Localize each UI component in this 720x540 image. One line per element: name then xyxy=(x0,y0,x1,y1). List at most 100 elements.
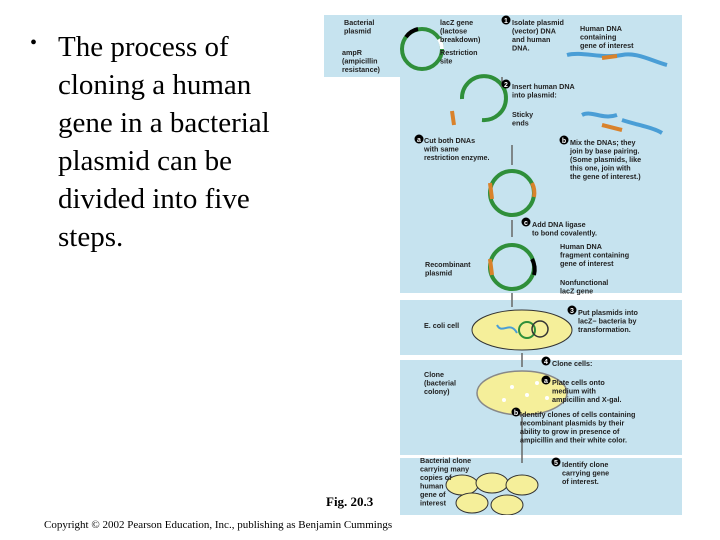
figure-label-step-b2: ampicillin and their white color. xyxy=(520,436,627,445)
figure-label-human-dna: gene of interest xyxy=(580,41,634,50)
figure-label-ampr: resistance) xyxy=(342,65,381,74)
human-fragments xyxy=(581,111,664,135)
figure-label-step-b: the gene of interest.) xyxy=(570,172,641,181)
step-marker-circle xyxy=(551,457,561,467)
figure-label-ampr: (ampicillin xyxy=(342,57,378,66)
figure-label-recombinant: plasmid xyxy=(425,269,452,278)
figure-label-bacterial-clone: carrying many xyxy=(420,465,469,474)
bullet-line: divided into five xyxy=(58,183,250,215)
figure-label-step1: (vector) DNA xyxy=(512,27,556,36)
figure-label-lacz-gene: (lactose xyxy=(440,27,467,36)
figure-label-bacterial-clone: copies of xyxy=(420,473,452,482)
step-marker-circle xyxy=(414,134,424,144)
figure-label-human-dna: Human DNA xyxy=(580,24,622,33)
step-marker-circle xyxy=(559,135,569,145)
figure-label-step1: DNA. xyxy=(512,44,530,53)
clone-cell xyxy=(475,472,509,494)
figure-label-bacterial-clone: human xyxy=(420,482,444,491)
figure-label-step-b: Mix the DNAs; they xyxy=(570,138,636,147)
step-marker-step-c: c xyxy=(524,220,528,227)
step-marker-step-a2: a xyxy=(544,378,548,385)
step-marker-step5: 5 xyxy=(554,460,558,467)
figure-label-step-c: to bond covalently. xyxy=(532,229,597,238)
human-dna-strand xyxy=(566,51,668,67)
figure-label-sticky-ends: ends xyxy=(512,119,529,128)
step-marker-step4: 4 xyxy=(544,359,548,366)
figure-label-step5: of interest. xyxy=(562,477,599,486)
figure-label-nonfunctional: lacZ gene xyxy=(560,287,593,296)
figure-label-clone: (bacterial xyxy=(424,379,456,388)
figure-label-step-c: Add DNA ligase xyxy=(532,220,586,229)
step-marker-step2: 2 xyxy=(504,82,508,89)
clone-cell xyxy=(455,492,489,514)
figure-label-bacterial-clone: interest xyxy=(420,499,447,508)
figure-label-lacz-gene: lacZ gene xyxy=(440,18,473,27)
figure-label-bacterial-plasmid: plasmid xyxy=(344,27,371,36)
step-marker-step-a: a xyxy=(417,137,421,144)
cut-plasmid xyxy=(459,74,508,123)
figure-label-step1: Isolate plasmid xyxy=(512,18,564,27)
figure-label-step3: transformation. xyxy=(578,325,631,334)
figure-label-step2: Insert human DNA xyxy=(512,82,575,91)
ecoli-cell xyxy=(471,309,573,351)
bullet-line: The process of xyxy=(58,31,229,63)
step-marker-step-b2: b xyxy=(514,410,518,417)
bullet-line: gene in a bacterial xyxy=(58,107,270,139)
figure-label-nonfunctional: Nonfunctional xyxy=(560,278,608,287)
figure-label-human-fragment: gene of interest xyxy=(560,259,614,268)
figure-label-step-b2: recombinant plasmids by their xyxy=(520,419,624,428)
figure-label-bacterial-clone: gene of xyxy=(420,490,446,499)
figure-label-step3: lacZ− bacteria by xyxy=(578,317,637,326)
figure-label-clone: colony) xyxy=(424,387,450,396)
figure-caption: Fig. 20.3 xyxy=(326,494,374,509)
step-marker-step-b: b xyxy=(562,138,566,145)
figure-label-step-b2: ability to grow in presence of xyxy=(520,427,620,436)
step-marker-circle xyxy=(567,305,577,315)
figure-label-step-a2: medium with xyxy=(552,387,596,396)
bullet-line: plasmid can be xyxy=(58,145,232,177)
panel-top xyxy=(324,15,682,77)
step-marker-circle xyxy=(501,79,511,89)
figure-label-sticky-ends: Sticky xyxy=(512,110,533,119)
figure-label-lacz-gene: breakdown) xyxy=(440,35,481,44)
figure-label-human-dna: containing xyxy=(580,33,616,42)
step-marker-circle xyxy=(501,15,511,25)
step-marker-circle xyxy=(541,375,551,385)
figure-label-step-b2: Identify clones of cells containing xyxy=(520,410,635,419)
figure-label-step3: Put plasmids into xyxy=(578,308,639,317)
figure-label-step1: and human xyxy=(512,35,550,44)
figure-label-step-a2: Plate cells onto xyxy=(552,378,605,387)
step-marker-circle xyxy=(511,407,521,417)
figure-label-step5: Identify clone xyxy=(562,460,608,469)
figure-label-bacterial-clone: Bacterial clone xyxy=(420,456,471,465)
figure-label-step-b: join by base pairing. xyxy=(569,147,640,156)
figure-label-human-fragment: Human DNA xyxy=(560,242,602,251)
figure-label-step-b: this one, join with xyxy=(570,164,631,173)
figure-label-step4: Clone cells: xyxy=(552,359,592,368)
figure-label-human-fragment: fragment containing xyxy=(560,251,629,260)
bullet-text: The process of cloning a human gene in a… xyxy=(58,28,308,256)
figure-label-step-a: Cut both DNAs xyxy=(424,136,475,145)
figure-label-recombinant: Recombinant xyxy=(425,260,471,269)
figure-label-step-b: (Some plasmids, like xyxy=(570,155,641,164)
step-marker-step1: 1 xyxy=(504,18,508,25)
figure-label-ampr: ampR xyxy=(342,48,363,57)
figure-label-ecoli: E. coli cell xyxy=(424,321,459,330)
clone-cell xyxy=(505,474,539,496)
bullet-line: cloning a human xyxy=(58,69,252,101)
figure-label-step-a: with same xyxy=(423,145,459,154)
figure-label-step5: carrying gene xyxy=(562,469,609,478)
copyright-text: Copyright © 2002 Pearson Education, Inc.… xyxy=(44,519,393,531)
bullet-line: steps. xyxy=(58,221,124,253)
figure-label-step-a2: ampicillin and X-gal. xyxy=(552,395,622,404)
clone-cell xyxy=(490,494,524,515)
step-marker-circle xyxy=(521,217,531,227)
step-marker-circle xyxy=(541,356,551,366)
figure-label-step2: into plasmid: xyxy=(512,91,557,100)
figure-label-clone: Clone xyxy=(424,370,444,379)
figure-label-restriction-site: site xyxy=(440,57,452,66)
figure-label-restriction-site: Restriction xyxy=(440,48,478,57)
panel-main xyxy=(400,77,682,293)
